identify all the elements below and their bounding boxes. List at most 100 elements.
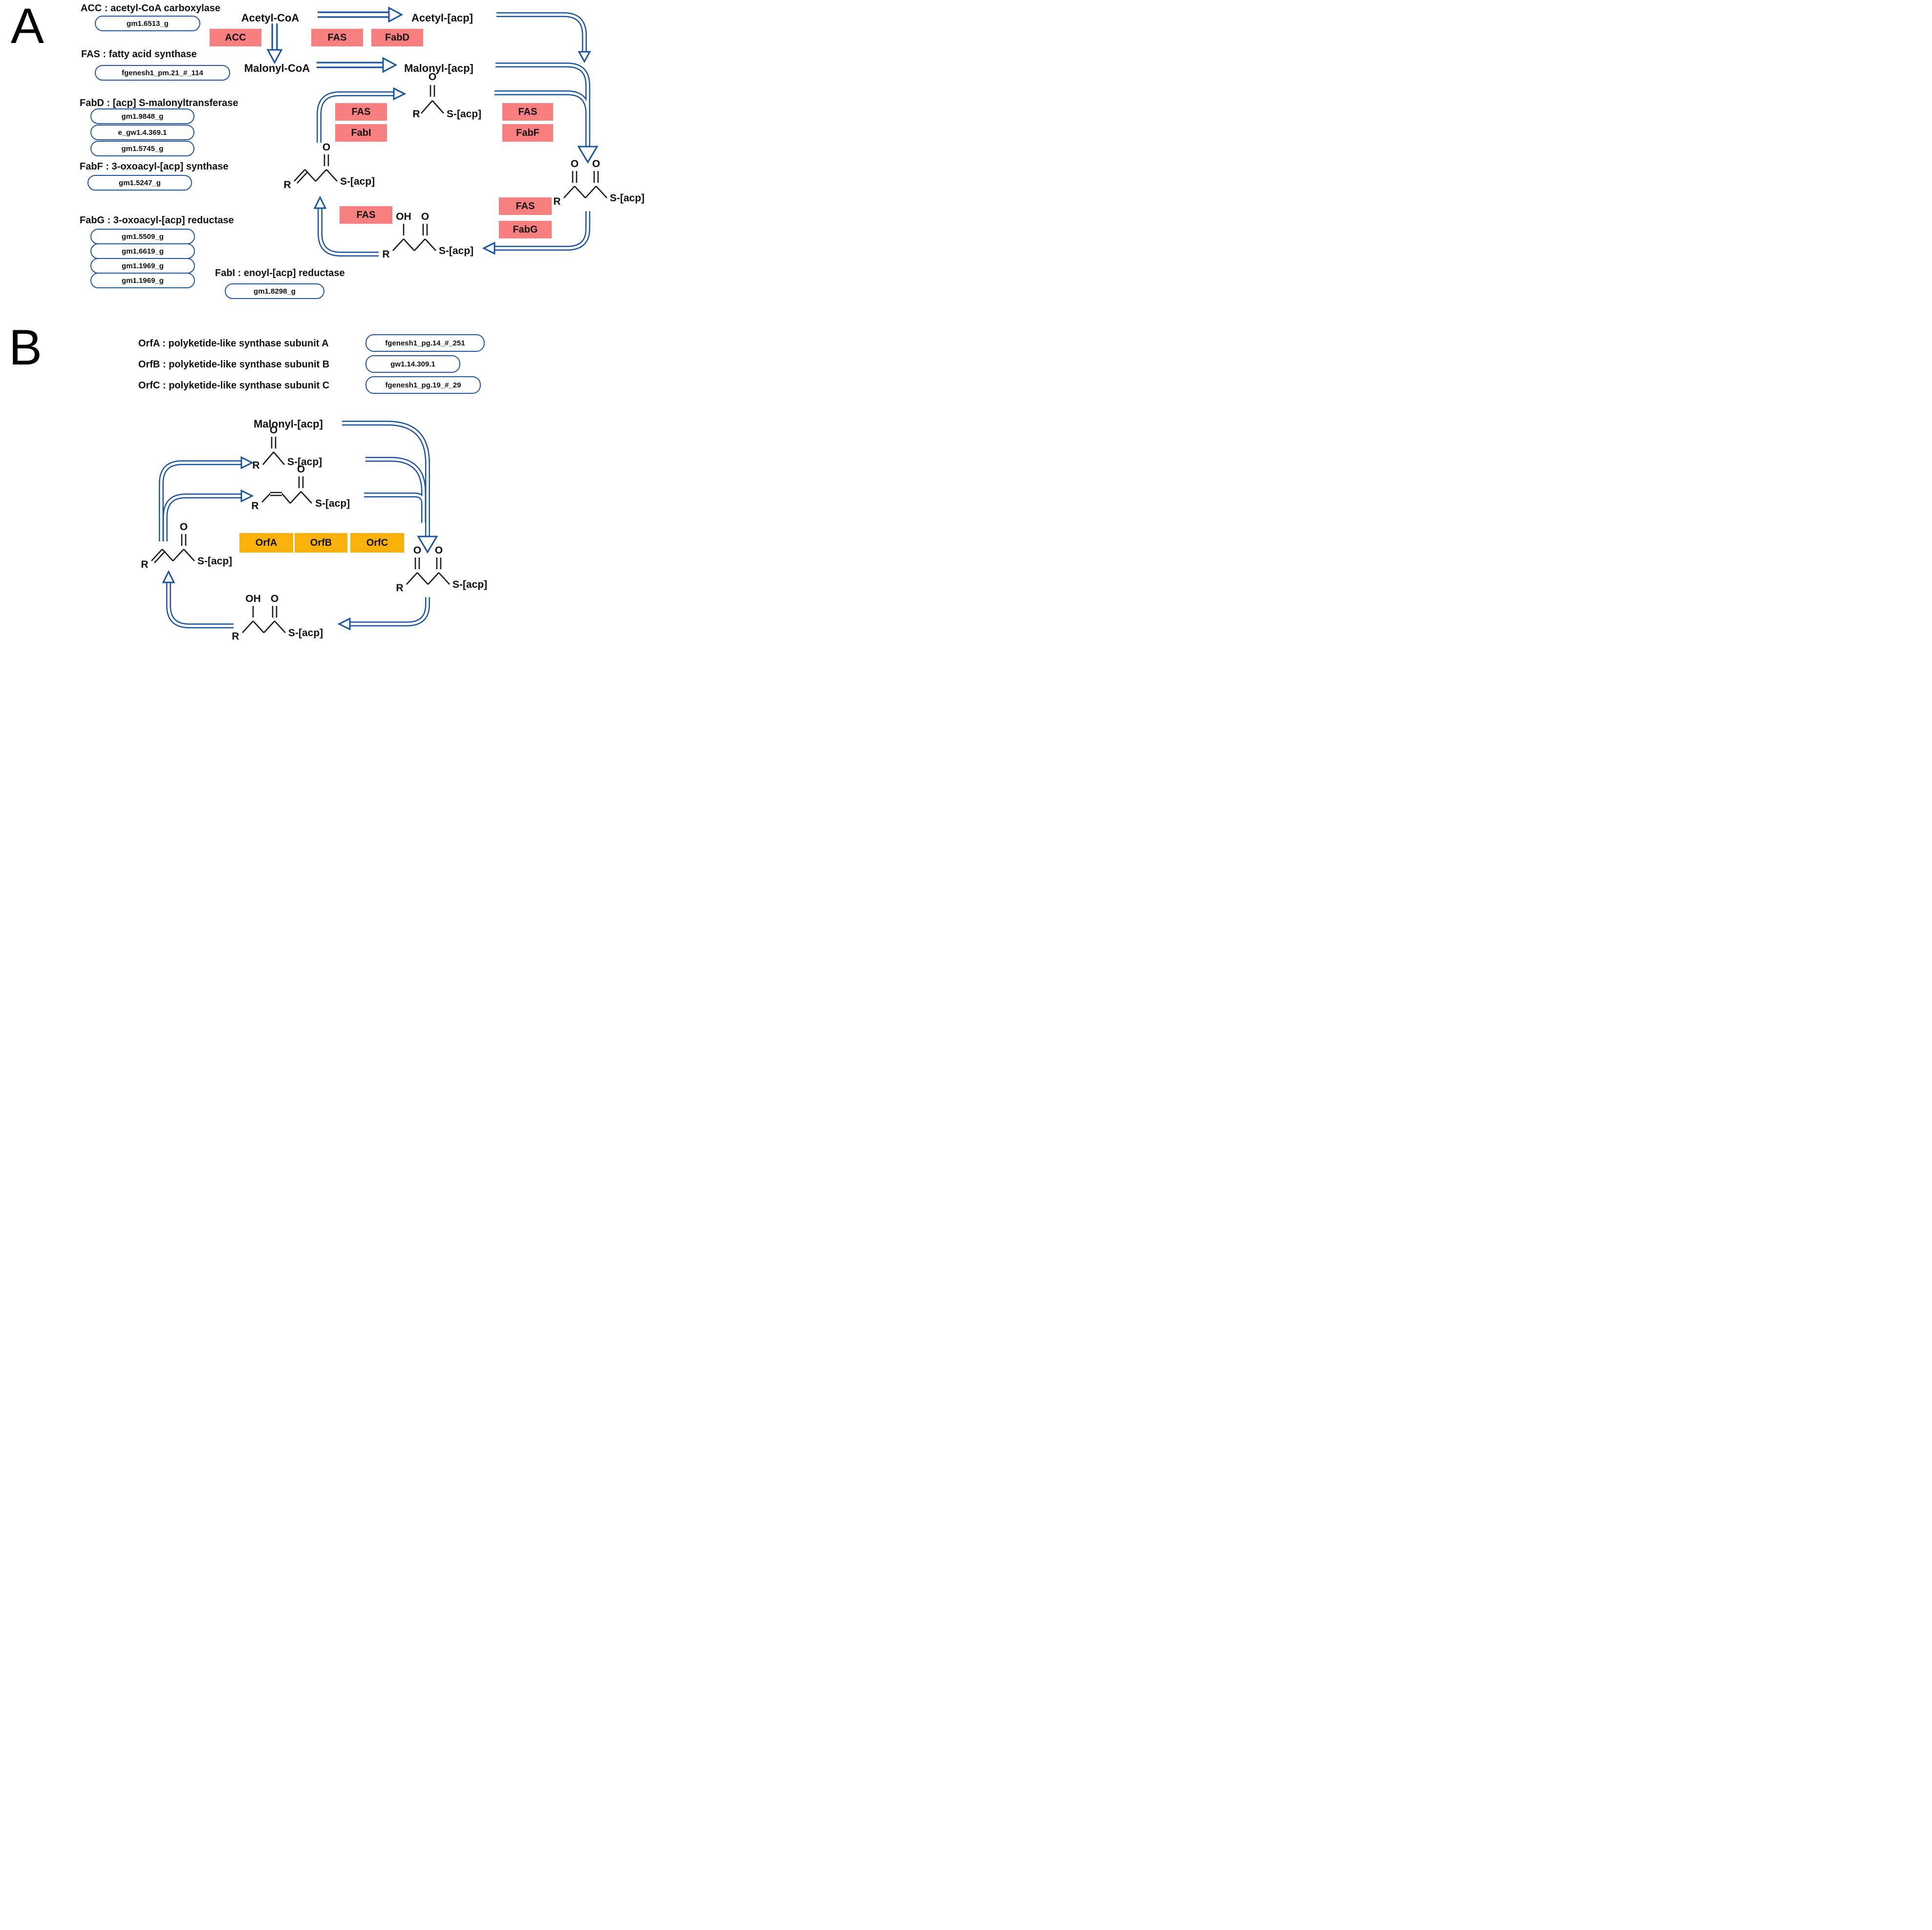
arrow-acetylacp-elbow — [496, 12, 587, 52]
enzyme-box-fabg: FabG — [499, 221, 552, 238]
arrow-b-acyl-join — [365, 457, 426, 523]
metabolite-acetyl-coa: Acetyl-CoA — [241, 12, 300, 24]
enzyme-box-fabf: FabF — [502, 124, 553, 142]
s-acp-label: S-[acp] — [288, 627, 323, 639]
gene-pill: gm1.6619_g — [90, 243, 195, 259]
enzyme-box-fas-bottom: FAS — [340, 206, 392, 224]
legend-title-fabi: FabI : enoyl-[acp] reductase — [215, 268, 345, 279]
compound-b-hydroxy-bonds — [242, 606, 286, 633]
r-label: R — [382, 249, 389, 260]
o-label: O — [429, 71, 436, 83]
gene-pill: gm1.9848_g — [90, 108, 194, 124]
s-acp-label: S-[acp] — [447, 108, 481, 120]
gene-pill: e_gw1.4.369.1 — [90, 125, 194, 140]
legend-title-orfa: OrfA : polyketide-like synthase subunit … — [138, 338, 329, 349]
arrowhead-right-icon — [393, 87, 407, 101]
enzyme-box-fas-top: FAS — [311, 29, 363, 46]
r-label: R — [251, 500, 258, 512]
gene-pill: gm1.5745_g — [90, 141, 194, 156]
legend-title-fabg: FabG : 3-oxoacyl-[acp] reductase — [80, 215, 234, 226]
enzyme-box-fas-right: FAS — [502, 103, 553, 121]
chem-bonds — [151, 85, 607, 633]
metabolite-malonyl-coa: Malonyl-CoA — [244, 62, 310, 74]
gene-pill: fgenesh1_pg.19_#_29 — [365, 376, 481, 394]
s-acp-label: S-[acp] — [340, 176, 375, 187]
r-label: R — [412, 108, 420, 120]
enzyme-box-orfb: OrfB — [295, 533, 347, 553]
r-label: R — [141, 559, 148, 570]
enzyme-box-fabi: FabI — [335, 124, 387, 142]
arrowhead-down-icon — [578, 51, 591, 64]
arrow-b-stem-branch2 — [163, 493, 241, 541]
o-label: O — [297, 464, 305, 475]
s-acp-label: S-[acp] — [439, 245, 473, 257]
legend-title-fabd: FabD : [acp] S-malonyltransferase — [80, 98, 238, 108]
gene-pill: gm1.1969_g — [90, 273, 195, 288]
arrowhead-right-icon — [240, 489, 254, 503]
legend-title-acc: ACC : acetyl-CoA carboxylase — [81, 3, 221, 14]
o-label: O — [571, 158, 579, 170]
enzyme-box-orfa: OrfA — [239, 533, 293, 553]
arrowhead-down-icon — [266, 49, 283, 64]
arrowhead-right-icon — [388, 6, 404, 23]
o-label: O — [271, 593, 279, 604]
metabolite-malonyl-acp: Malonyl-[acp] — [404, 62, 473, 74]
arrowhead-right-icon — [240, 456, 254, 470]
arrowhead-right-icon — [382, 57, 398, 73]
figure-canvas: R O S-[acp] R O S-[acp] R OH O S-[acp] R… — [0, 0, 644, 643]
oh-label: OH — [396, 211, 411, 222]
o-label: O — [180, 521, 188, 533]
r-label: R — [283, 179, 291, 191]
compound-a-acyl-bonds — [421, 85, 444, 114]
enzyme-box-acc: ACC — [210, 29, 261, 46]
o-label: O — [592, 158, 600, 170]
o-label: O — [322, 142, 330, 153]
panel-b-letter: B — [9, 320, 43, 375]
arrow-b-cis-join — [364, 493, 426, 523]
compound-b-oxo-bonds — [406, 558, 450, 585]
compound-b-cis-enoyl-bonds — [261, 476, 312, 504]
enzyme-box-fas-rb: FAS — [499, 197, 552, 215]
panel-a-letter: A — [11, 0, 44, 54]
legend-title-orfc: OrfC : polyketide-like synthase subunit … — [138, 380, 330, 391]
s-acp-label: S-[acp] — [197, 556, 232, 567]
o-label: O — [413, 545, 421, 556]
compound-b-acyl-bonds — [262, 437, 285, 465]
legend-title-fas: FAS : fatty acid synthase — [81, 49, 197, 60]
r-label: R — [252, 460, 259, 471]
enzyme-box-fas-left: FAS — [335, 103, 387, 121]
pathway-drawing: R O S-[acp] R O S-[acp] R OH O S-[acp] R… — [141, 6, 644, 642]
arrowhead-down-big-icon — [417, 536, 438, 554]
gene-pill: gm1.6513_g — [95, 16, 200, 31]
arrowhead-left-icon — [482, 241, 495, 255]
arrowhead-down-big-icon — [577, 146, 599, 164]
arrowhead-up-icon — [162, 570, 175, 583]
s-acp-label: S-[acp] — [610, 193, 644, 204]
s-acp-label: S-[acp] — [315, 498, 350, 509]
legend-title-orfb: OrfB : polyketide-like synthase subunit … — [138, 359, 330, 370]
metabolite-malonyl-acp-b: Malonyl-[acp] — [254, 418, 323, 430]
arrow-inner-channels — [160, 13, 589, 627]
enzyme-box-fabd: FabD — [371, 29, 423, 46]
r-label: R — [553, 196, 560, 207]
o-label: O — [270, 425, 278, 436]
compound-a-oxo-bonds — [563, 171, 607, 198]
gene-pill: fgenesh1_pg.14_#_251 — [365, 334, 485, 352]
enzyme-box-orfc: OrfC — [350, 533, 404, 553]
gene-pill: gm1.1969_g — [90, 258, 195, 274]
arrowhead-left-icon — [337, 617, 351, 631]
compound-b-trans-enoyl-bonds — [151, 534, 195, 563]
oh-label: OH — [245, 593, 261, 604]
arrow-b-stem-branch1 — [159, 460, 241, 541]
chem-labels: R O S-[acp] R O S-[acp] R OH O S-[acp] R… — [141, 71, 644, 642]
gene-pill: gm1.8298_g — [225, 283, 324, 299]
legend-title-fabf: FabF : 3-oxoacyl-[acp] synthase — [80, 161, 229, 172]
arrowheads — [162, 6, 599, 631]
compound-a-hydroxy-bonds — [392, 224, 436, 251]
s-acp-label: S-[acp] — [287, 456, 322, 468]
arrow-b-malonyl-elbow — [342, 421, 430, 536]
metabolite-acetyl-acp: Acetyl-[acp] — [411, 12, 473, 24]
compound-a-enoyl-bonds — [294, 154, 338, 184]
arrowhead-up-icon — [313, 195, 327, 209]
r-label: R — [232, 631, 239, 642]
